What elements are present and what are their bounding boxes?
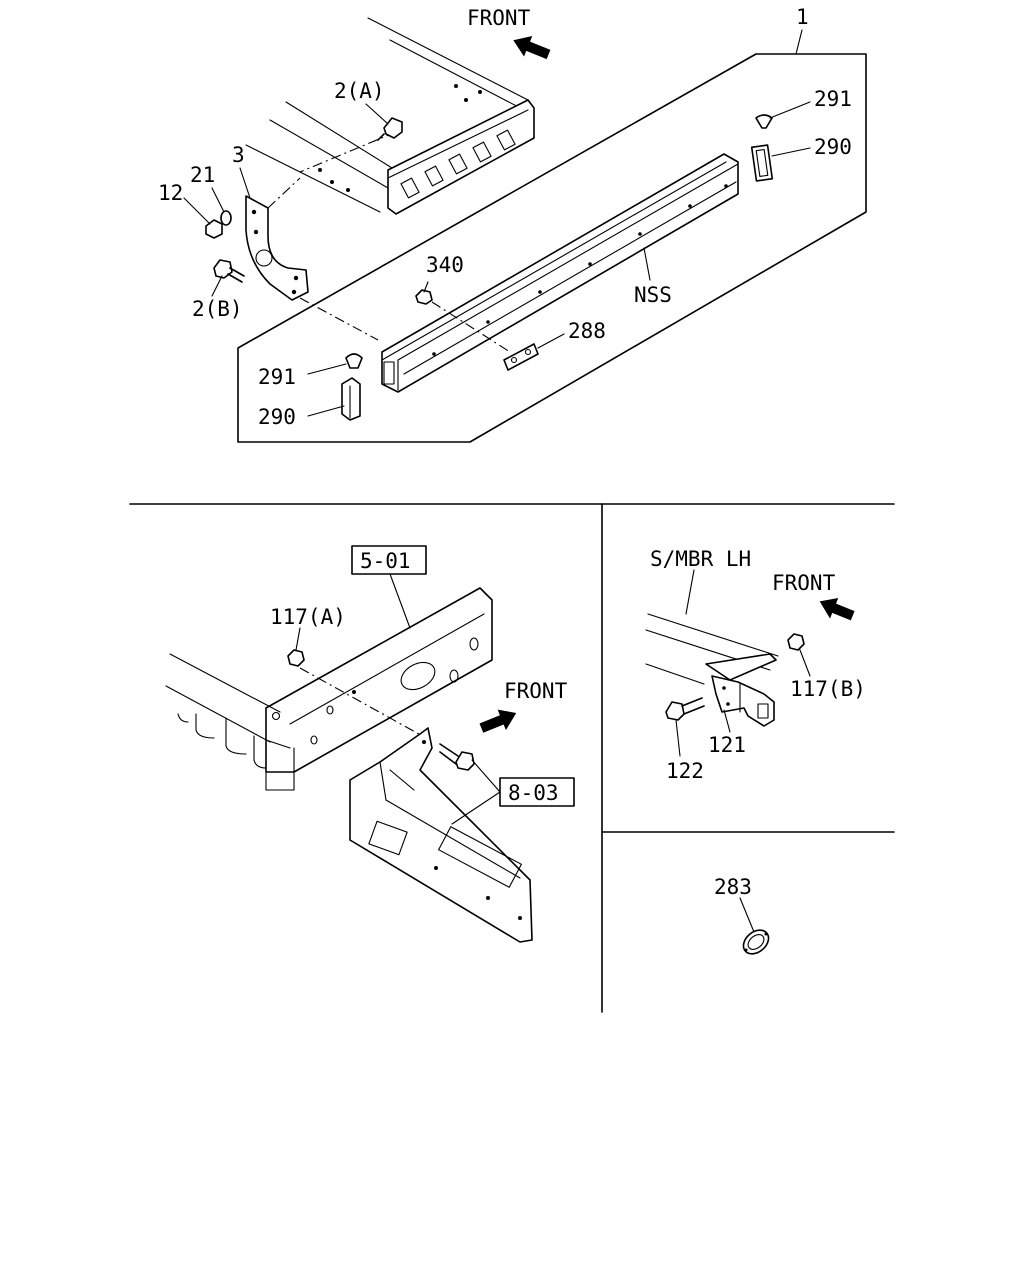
bottom-right-view: S/MBR LH FRONT 117(B) 121 bbox=[645, 547, 866, 783]
callout-288: 288 bbox=[568, 319, 606, 343]
assembly-boundary bbox=[237, 53, 867, 443]
nut-340-icon bbox=[415, 289, 433, 305]
front-arrow-icon bbox=[819, 598, 855, 621]
callout-291-upper: 291 bbox=[814, 87, 852, 111]
bracket-121-icon bbox=[711, 675, 775, 727]
side-member-icon bbox=[645, 613, 779, 685]
ref-5-01: 5-01 bbox=[360, 549, 411, 573]
callout-117b: 117(B) bbox=[790, 677, 866, 701]
callout-1: 1 bbox=[796, 5, 809, 29]
callout-nss: NSS bbox=[634, 283, 672, 307]
bracket-8-03-icon bbox=[349, 727, 533, 943]
bolt-2b-icon bbox=[213, 259, 245, 283]
frame-rail-upper bbox=[245, 17, 535, 215]
smbr-label: S/MBR LH bbox=[650, 547, 751, 571]
nut-117b-icon bbox=[787, 633, 805, 651]
detail-283: 283 bbox=[714, 875, 770, 955]
callout-3: 3 bbox=[232, 143, 245, 167]
ref-box-5-01 bbox=[351, 545, 427, 575]
bl-front-label: FRONT bbox=[504, 679, 568, 703]
plate-288-icon bbox=[503, 343, 539, 371]
br-front-label: FRONT bbox=[772, 571, 836, 595]
nut-117a-icon bbox=[287, 649, 305, 667]
cap-291-upper-icon bbox=[755, 114, 773, 129]
bolt-2a-icon bbox=[377, 117, 403, 141]
block-290-lower-icon bbox=[341, 377, 361, 421]
ring-283-icon bbox=[742, 929, 770, 955]
bottom-left-view: FRONT 5-01 8-03 117(A) bbox=[165, 545, 575, 943]
front-arrow-icon bbox=[513, 36, 551, 60]
callout-117a: 117(A) bbox=[270, 605, 346, 629]
front-arrow-icon bbox=[479, 709, 517, 733]
callout-290-upper: 290 bbox=[814, 135, 852, 159]
main-member-nss bbox=[381, 153, 739, 393]
callout-12: 12 bbox=[158, 181, 183, 205]
callout-291-lower: 291 bbox=[258, 365, 296, 389]
bolt-122-icon bbox=[665, 697, 705, 721]
callout-122: 122 bbox=[666, 759, 704, 783]
bolt-icon bbox=[439, 743, 475, 771]
block-290-upper-icon bbox=[750, 144, 774, 182]
callout-340: 340 bbox=[426, 253, 464, 277]
callout-121: 121 bbox=[708, 733, 746, 757]
cap-291-lower-icon bbox=[345, 353, 363, 369]
top-front-label: FRONT bbox=[467, 6, 531, 30]
bracket-3-icon bbox=[245, 177, 379, 341]
callout-2a: 2(A) bbox=[334, 79, 385, 103]
ref-8-03: 8-03 bbox=[508, 781, 559, 805]
callout-290-lower: 290 bbox=[258, 405, 296, 429]
callout-2b: 2(B) bbox=[192, 297, 243, 321]
callout-283: 283 bbox=[714, 875, 752, 899]
washer-21-icon bbox=[220, 210, 232, 226]
top-view: FRONT bbox=[158, 5, 867, 443]
callout-21: 21 bbox=[190, 163, 215, 187]
